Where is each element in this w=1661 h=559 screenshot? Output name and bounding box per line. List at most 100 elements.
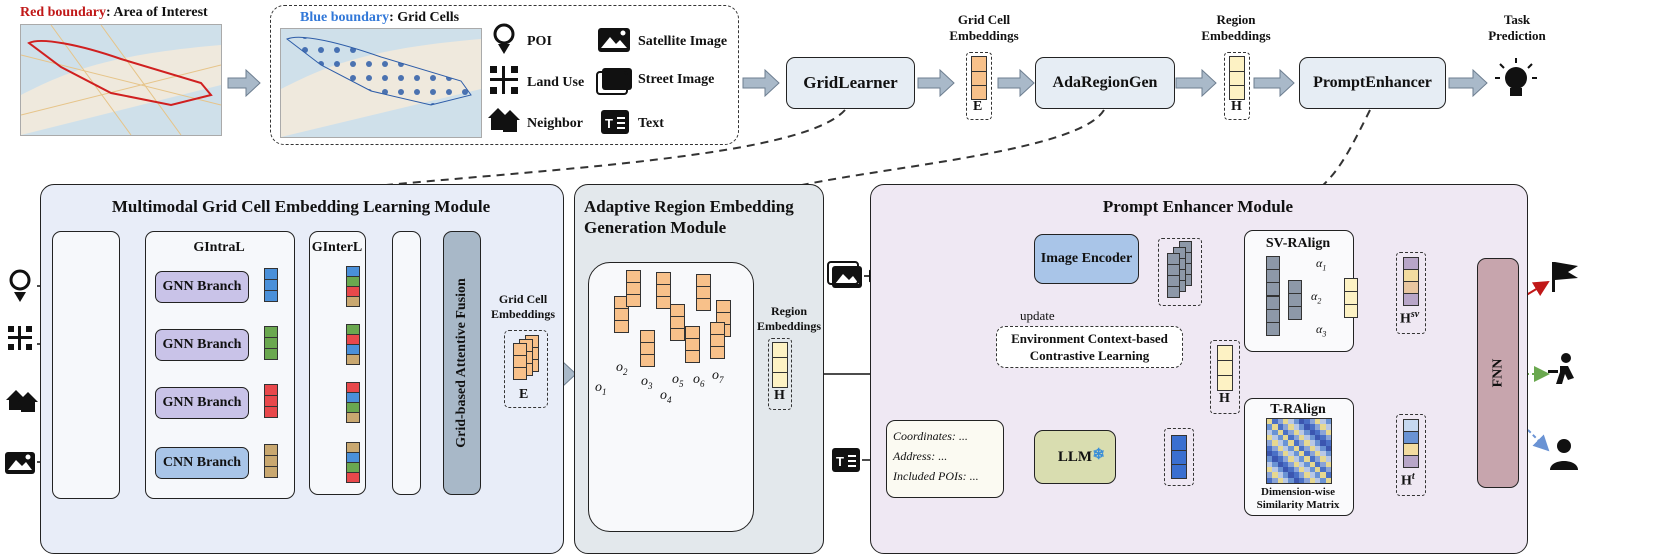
- similarity-cell: [1293, 435, 1299, 441]
- vector-cell: [641, 343, 654, 355]
- similarity-cell: [1283, 472, 1289, 478]
- similarity-cell: [1272, 429, 1278, 435]
- blue-legend: Blue boundary: Grid Cells: [300, 10, 459, 26]
- similarity-cell: [1309, 461, 1315, 467]
- fusion-label: Grid-based Attentive Fusion: [454, 278, 470, 448]
- area-of-interest-map: [20, 24, 222, 136]
- similarity-cell: [1320, 467, 1326, 473]
- cnn-branch: CNN Branch: [155, 447, 249, 479]
- similarity-cell: [1320, 424, 1326, 430]
- similarity-cell: [1304, 435, 1310, 441]
- mixed-vector-2: [346, 324, 360, 365]
- vector-cell: [347, 463, 359, 473]
- vector-cell: [615, 309, 628, 321]
- vector-cell: [347, 473, 359, 482]
- red-legend-key: Red boundary: [20, 5, 106, 20]
- similarity-cell: [1288, 477, 1294, 483]
- red-legend: Red boundary: Area of Interest: [20, 5, 208, 21]
- vector-cell: [627, 295, 640, 306]
- o1-label: o1: [595, 380, 607, 397]
- gridlearner-box: GridLearner: [786, 57, 915, 109]
- arrow-to-H: [1175, 68, 1217, 98]
- dimension-similarity-matrix: [1266, 418, 1332, 484]
- vector-cell: [265, 385, 277, 396]
- similarity-caption-2: Similarity Matrix: [1256, 499, 1340, 511]
- similarity-cell: [1315, 461, 1321, 467]
- similarity-cell: [1272, 467, 1278, 473]
- similarity-cell: [1293, 456, 1299, 462]
- top-E-label: E: [973, 99, 983, 114]
- H-t-container: Ht: [1396, 414, 1426, 496]
- similarity-cell: [1315, 467, 1321, 473]
- left-grid-cell-embeddings-label: Grid Cell Embeddings: [490, 292, 556, 321]
- vector-cell: [1404, 420, 1418, 432]
- vector-cell: [697, 287, 710, 299]
- similarity-cell: [1309, 429, 1315, 435]
- candidate-embedding-vector: [614, 296, 629, 333]
- similarity-cell: [1325, 445, 1331, 451]
- similarity-cell: [1283, 456, 1289, 462]
- similarity-cell: [1309, 440, 1315, 446]
- similarity-cell: [1288, 445, 1294, 451]
- vector-cell: [641, 355, 654, 366]
- similarity-cell: [1309, 451, 1315, 457]
- alpha-3: α3: [1316, 322, 1327, 339]
- vector-cell: [265, 467, 277, 477]
- vector-cell: [265, 456, 277, 467]
- similarity-cell: [1272, 451, 1278, 457]
- similarity-cell: [1272, 440, 1278, 446]
- H-t-base: H: [1401, 473, 1412, 489]
- similarity-cell: [1272, 461, 1278, 467]
- similarity-cell: [1288, 435, 1294, 441]
- similarity-cell: [1304, 461, 1310, 467]
- similarity-cell: [1325, 440, 1331, 446]
- similarity-cell: [1277, 461, 1283, 467]
- grid-cell-embedding-vector: [513, 343, 527, 380]
- vector-cell: [1404, 294, 1418, 305]
- similarity-cell: [1288, 456, 1294, 462]
- vector-cell: [514, 344, 526, 356]
- similarity-cell: [1277, 472, 1283, 478]
- street-view-feature: [1266, 296, 1280, 336]
- arrow-map-to-grid: [227, 68, 261, 98]
- blue-legend-text: : Grid Cells: [389, 10, 460, 25]
- poi-icon: [9, 269, 31, 291]
- snowflake-icon: ❄: [1092, 447, 1105, 463]
- land-use-icon: [8, 326, 32, 350]
- alpha-2: α2: [1311, 289, 1322, 306]
- vector-cell: [265, 269, 277, 280]
- vector-cell: [265, 396, 277, 407]
- sv-ralign-label: SV-RAlign: [1265, 236, 1331, 251]
- similarity-cell: [1277, 435, 1283, 441]
- similarity-cell: [1309, 477, 1315, 483]
- vector-cell: [1404, 270, 1418, 282]
- middle-region-embeddings-label: Region Embeddings: [756, 304, 822, 333]
- top-grid-cell-embeddings-label: Grid Cell Embeddings: [949, 12, 1019, 43]
- right-photo-icon: [827, 261, 862, 288]
- region-query-cells: [1344, 278, 1358, 318]
- contrastive-learning-box: Environment Context-based Contrastive Le…: [996, 326, 1183, 368]
- similarity-cell: [1283, 477, 1289, 483]
- image-feature-layer: [1167, 253, 1180, 298]
- modality-satellite: Satellite Image: [638, 34, 728, 49]
- land-use-icon-top: [490, 66, 518, 94]
- similarity-cell: [1304, 472, 1310, 478]
- candidate-embedding: [626, 270, 641, 307]
- similarity-cell: [1283, 435, 1289, 441]
- similarity-cell: [1288, 419, 1294, 425]
- similarity-cell: [1299, 461, 1305, 467]
- landuse-embedding-vector: [264, 326, 278, 360]
- vector-cell: [347, 345, 359, 355]
- similarity-cell: [1299, 419, 1305, 425]
- similarity-cell: [1288, 467, 1294, 473]
- svg-text:T: T: [836, 454, 844, 469]
- similarity-cell: [1320, 419, 1326, 425]
- runner-icon: [1548, 353, 1574, 384]
- plus-column-box: [392, 231, 421, 495]
- similarity-cell: [1277, 451, 1283, 457]
- similarity-cell: [1309, 445, 1315, 451]
- top-region-embeddings-label: Region Embeddings: [1201, 12, 1271, 43]
- neighbor-embedding-vector: [264, 384, 278, 418]
- t-ralign-label: T-RAlign: [1270, 402, 1326, 417]
- candidate-embedding: [670, 304, 685, 341]
